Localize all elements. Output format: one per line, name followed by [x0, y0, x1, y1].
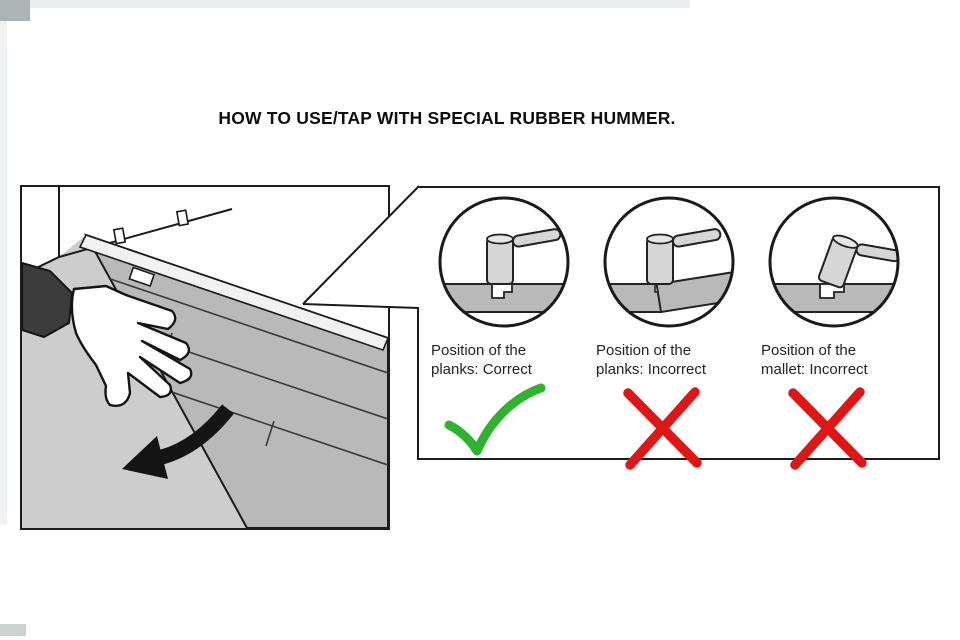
press-arrow-head: [122, 436, 168, 479]
hand-illustration: [70, 284, 193, 407]
panel-caption: Position of the planks: Incorrect: [596, 341, 751, 379]
spacer-block-1: [112, 227, 127, 245]
scan-artifact-top: [0, 0, 690, 8]
mallet-scene-correct: [434, 192, 574, 337]
forearm-illustration: [22, 261, 74, 339]
panel-caption-line1: Position of the: [761, 342, 857, 359]
panel-caption-line1: Position of the: [431, 342, 527, 359]
scan-artifact-left: [0, 0, 7, 525]
spacer-block-2: [175, 209, 190, 227]
scan-artifact-bottom: [0, 624, 26, 636]
plank-end-cap: [128, 266, 156, 288]
detail-box: Position of the planks: Correct: [417, 186, 940, 470]
panel-caption-line2: planks: Incorrect: [596, 361, 707, 378]
cross-icon: [623, 387, 702, 470]
callout-pointer: [302, 185, 420, 309]
page-title: HOW TO USE/TAP WITH SPECIAL RUBBER HUMME…: [218, 108, 676, 128]
panel-caption-line2: planks: Correct: [431, 361, 532, 378]
installation-illustration: [20, 185, 390, 530]
installation-scene: [22, 187, 388, 528]
panel-planks-incorrect: Position of the planks: Incorrect: [586, 192, 751, 471]
mallet-incorrect-icon: [768, 196, 899, 328]
press-arrow-shaft: [159, 404, 234, 465]
tilted-plank-edge: [78, 234, 388, 351]
panel-caption: Position of the mallet: Incorrect: [761, 341, 916, 379]
mallet-planks-incorrect-icon: [603, 196, 734, 328]
mallet-scene-mallet-incorrect: [764, 192, 904, 337]
cross-icon: [788, 387, 867, 470]
scan-artifact-corner: [0, 0, 30, 21]
panel-mallet-incorrect: Position of the mallet: Incorrect: [751, 192, 916, 471]
panel-caption-line1: Position of the: [596, 342, 692, 359]
panel-caption-line2: mallet: Incorrect: [761, 361, 868, 378]
panel-planks-correct: Position of the planks: Correct: [421, 192, 586, 457]
check-icon: [444, 383, 546, 456]
mallet-scene-planks-incorrect: [599, 192, 739, 337]
panel-caption: Position of the planks: Correct: [431, 341, 586, 379]
mallet-correct-icon: [438, 196, 569, 328]
plank-seams: [86, 266, 388, 466]
